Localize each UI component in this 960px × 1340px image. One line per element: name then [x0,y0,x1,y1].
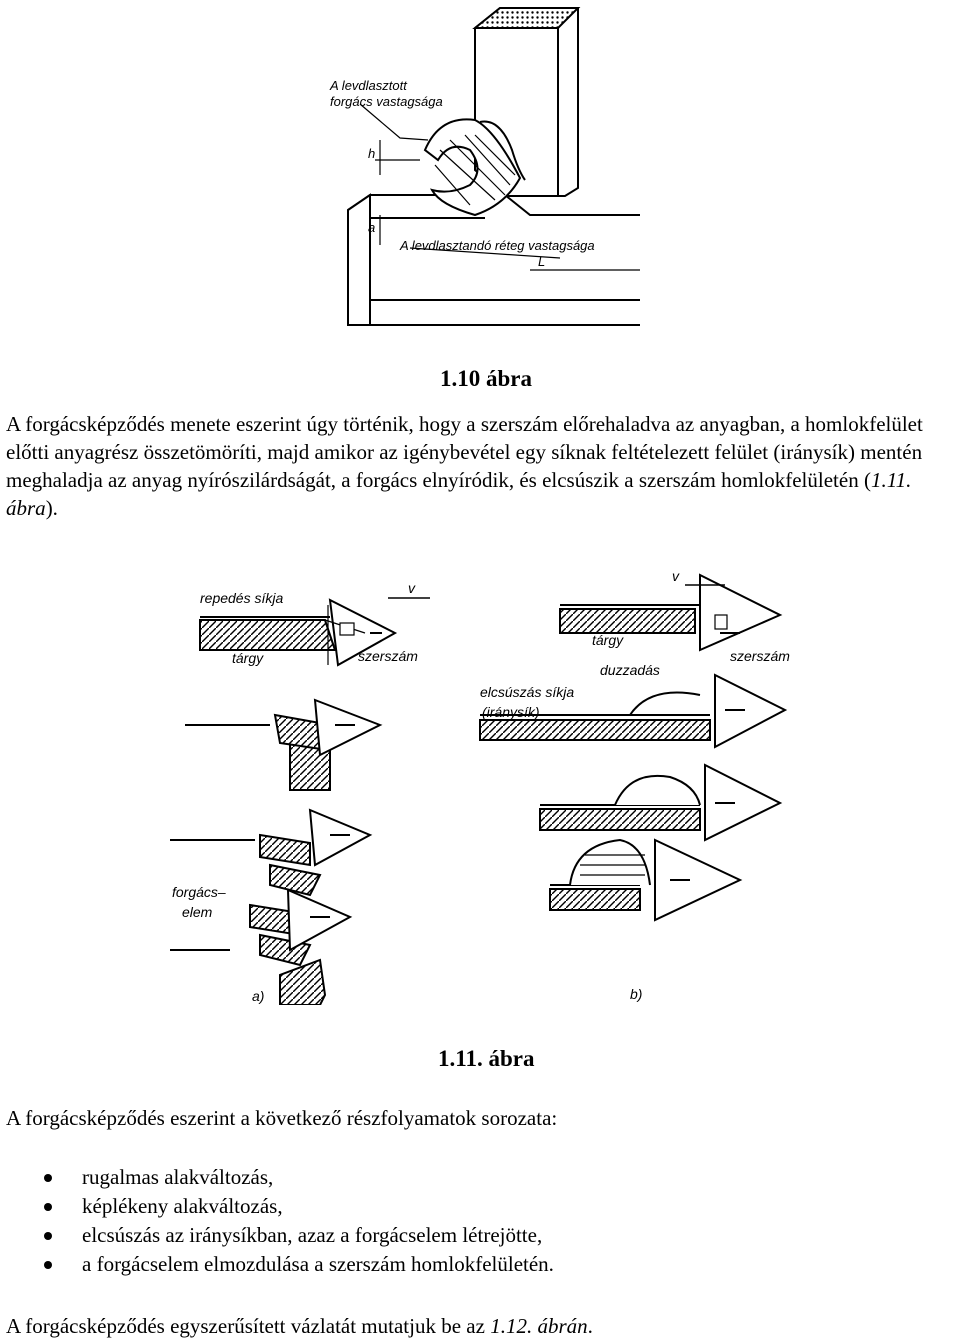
label-tool-a: szerszám [358,648,418,664]
label-chip-thickness-2: forgács vastagsága [330,94,443,109]
panel-a-stage-2 [185,698,383,791]
label-panel-b: b) [630,986,642,1002]
label-a: a [368,220,375,235]
list-item: a forgácselem elmozdulása a szerszám hom… [40,1250,554,1279]
label-chip-thickness-1: A levdlasztott [329,78,408,93]
list-item: elcsúszás az iránysíkban, azaz a forgács… [40,1221,554,1250]
label-workpiece-a: tárgy [232,650,264,666]
label-slip-plane-1: elcsúszás síkja [480,684,574,700]
label-workpiece-b: tárgy [592,632,624,648]
figure-1-10: A levdlasztott forgács vastagsága h a A … [329,7,640,326]
figure-1-11: repedés síkja v tárgy szerszám forgács– … [170,568,790,1005]
chip-curl [423,118,526,217]
label-bulge: duzzadás [600,662,660,678]
label-velocity-a: v [408,580,416,596]
paragraph-1-end: ). [45,496,58,520]
panel-b-stage-2 [479,673,788,749]
label-velocity-b: v [672,568,680,584]
label-h: h [368,146,375,161]
paragraph-3-figure-ref: 1.12. ábrán [490,1314,588,1338]
label-layer-thickness: A levdlasztandó réteg vastagsága [399,238,595,253]
label-crack-plane: repedés síkja [200,590,283,606]
panel-b-stage-1 [559,573,783,652]
paragraph-3-text: A forgácsképződés egyszerűsített vázlatá… [6,1314,491,1338]
paragraph-1: A forgácsképződés menete eszerint úgy tö… [6,410,956,522]
paragraph-3: A forgácsképződés egyszerűsített vázlatá… [6,1312,956,1340]
label-slip-plane-2: (iránysík) [482,704,540,720]
workpiece-block [347,193,640,326]
label-tool-b: szerszám [730,648,790,664]
label-chip-element-1: forgács– [172,884,226,900]
panel-b-stage-3 [539,763,783,842]
label-length: L [538,254,545,269]
panel-a-stage-1 [199,597,430,667]
panel-a-stage-4 [170,888,353,1005]
process-steps-list: rugalmas alakváltozás, képlékeny alakvál… [40,1163,554,1279]
paragraph-1-text: A forgácsképződés menete eszerint úgy tö… [6,412,923,492]
figure-1-11-caption: 1.11. ábra [438,1046,535,1071]
paragraph-3-end: . [587,1314,593,1338]
list-item: képlékeny alakváltozás, [40,1192,554,1221]
label-chip-element-2: elem [182,904,213,920]
list-item: rugalmas alakváltozás, [40,1163,554,1192]
paragraph-2: A forgácsképződés eszerint a következő r… [6,1106,558,1130]
figure-1-10-caption: 1.10 ábra [440,366,532,391]
label-panel-a: a) [252,988,264,1004]
panel-a-stage-3 [170,808,373,897]
paragraph-1-figure-ref: 1.11. ábra [6,468,912,520]
panel-b-stage-4 [549,838,743,922]
